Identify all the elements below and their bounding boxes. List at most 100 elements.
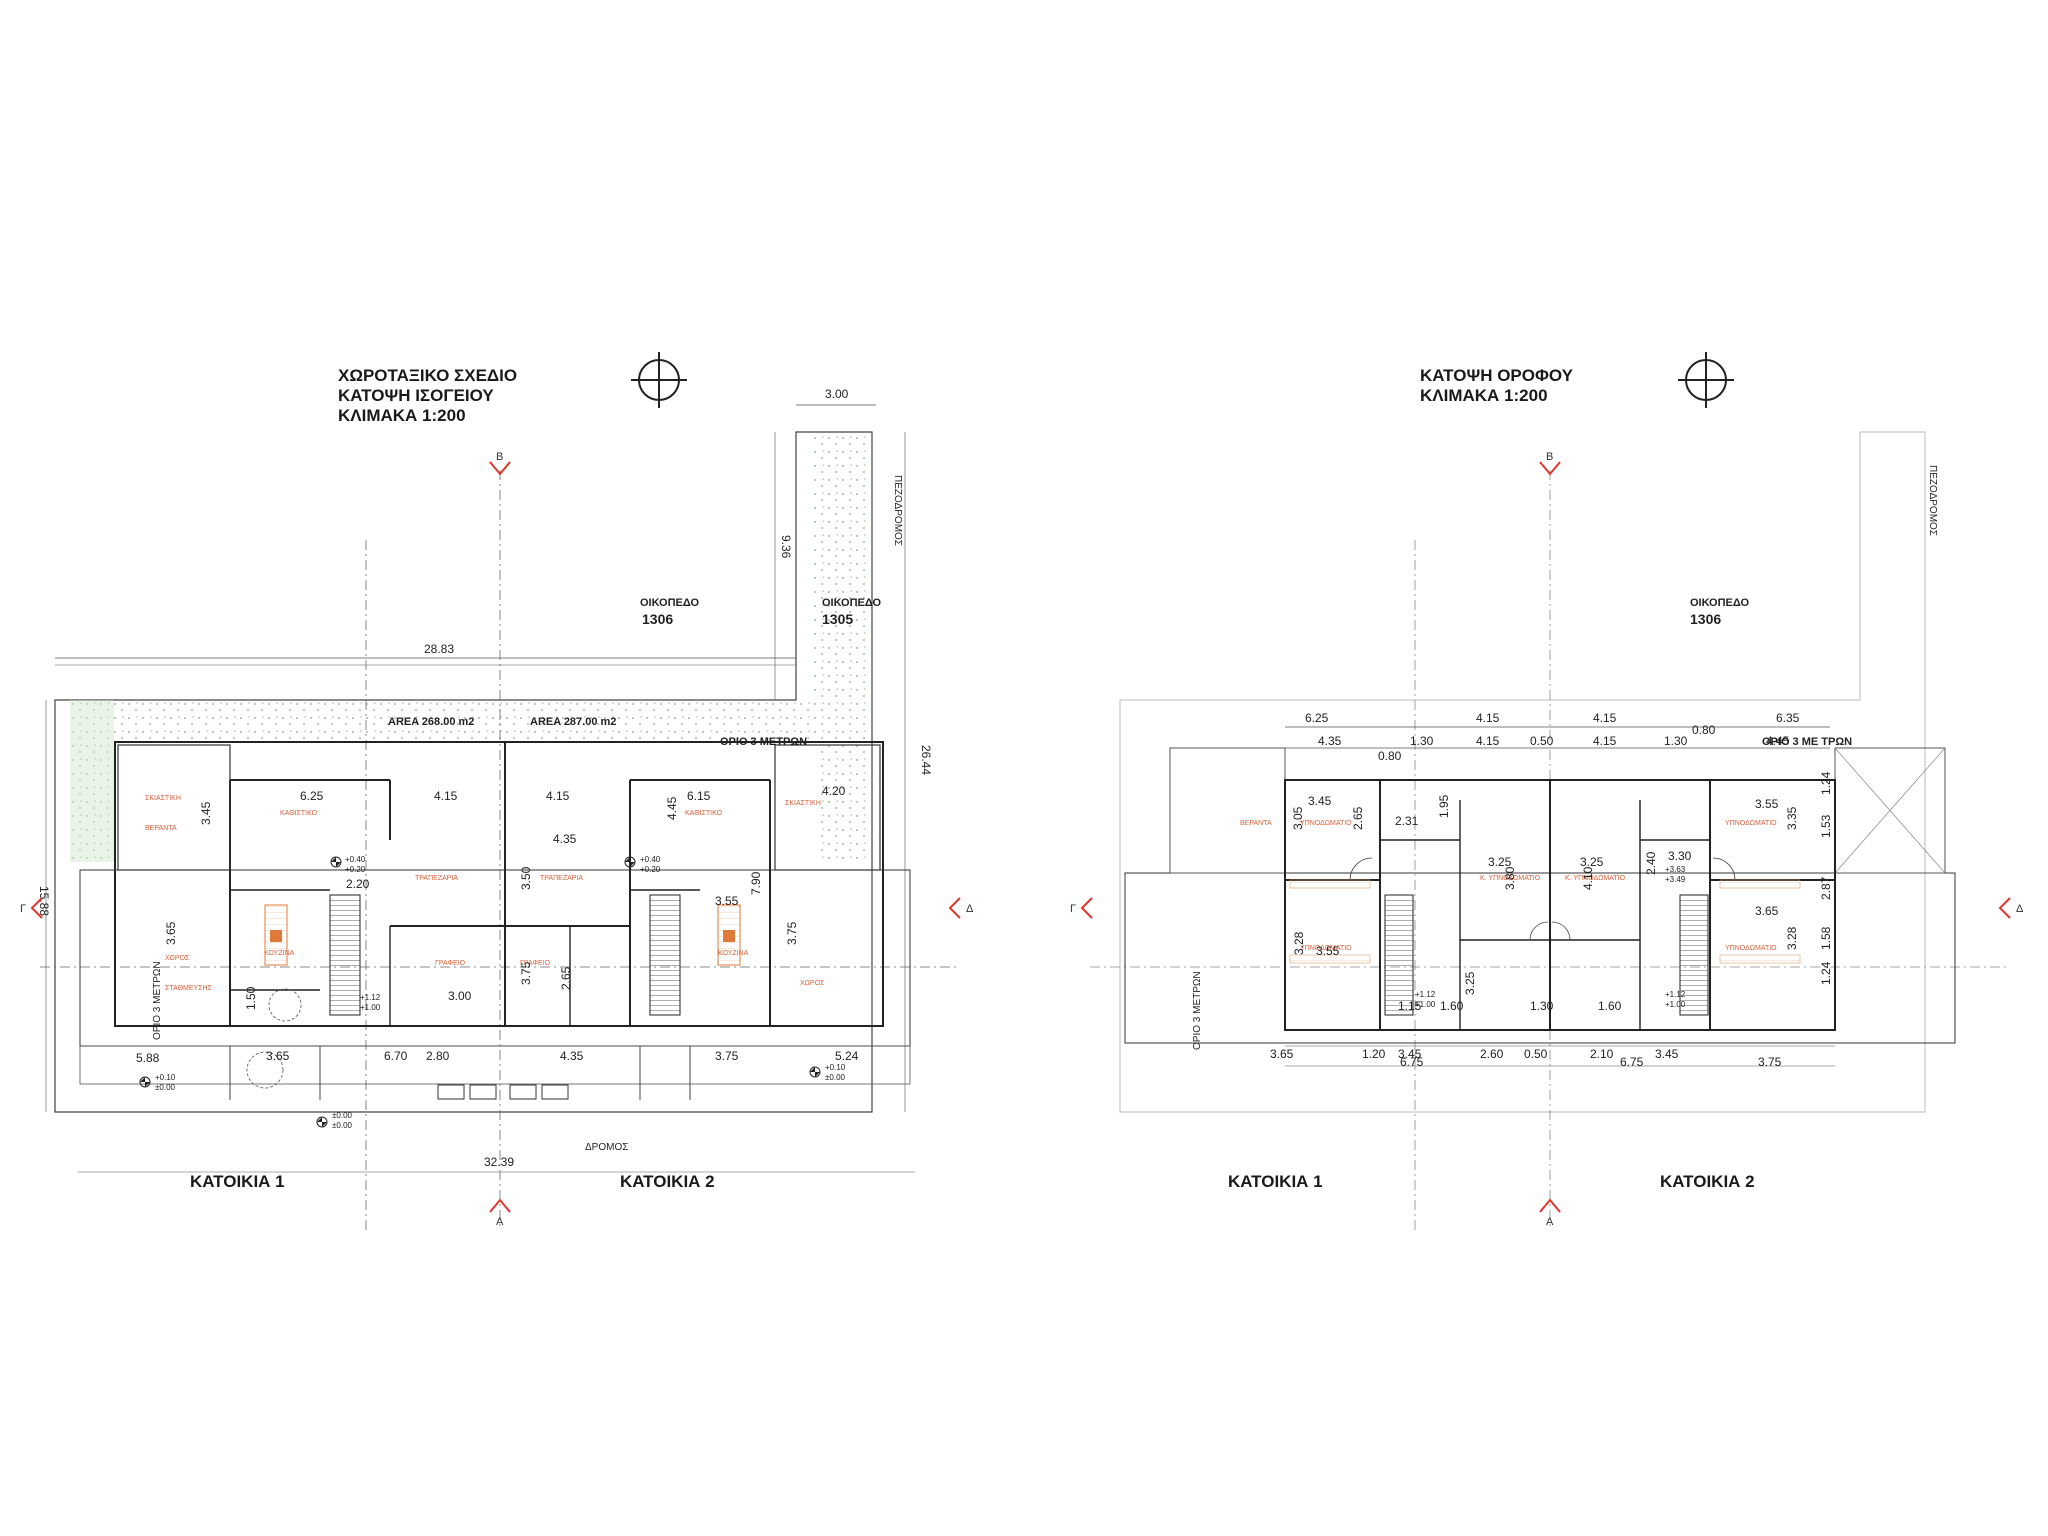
dim-b675a: 6.75 — [1400, 1055, 1424, 1069]
dim-365b: 3.65 — [266, 1049, 290, 1063]
dim-435b: 4.35 — [560, 1049, 584, 1063]
dim-s160b: 1.60 — [1598, 999, 1622, 1013]
dim-r265: 2.65 — [1351, 806, 1365, 830]
house2-footprint — [504, 741, 884, 1027]
level-l2: +0.40 — [640, 855, 661, 864]
dim-t415b: 4.15 — [1593, 711, 1617, 725]
ground-plot-label: ΟΙΚΟΠΕΔΟ — [640, 597, 699, 609]
svg-text:ΚΑΘΙΣΤΙΚΟ: ΚΑΘΙΣΤΙΚΟ — [685, 810, 723, 817]
dim-u080: 0.80 — [1378, 749, 1402, 763]
level-marker-icon — [330, 856, 342, 868]
upper-plot-number: 1306 — [1690, 611, 1721, 627]
dim-r325b: 3.25 — [1463, 971, 1477, 995]
ground-setback-vertical: ΟΡΙΟ 3 ΜΕΤΡΩΝ — [152, 961, 163, 1040]
dim-plot-left: 15.88 — [37, 886, 51, 916]
dim-t625: 6.25 — [1305, 711, 1329, 725]
dim-b260: 2.60 — [1480, 1047, 1504, 1061]
level-u3b: +1.00 — [1665, 1000, 1686, 1009]
stair-house1 — [329, 894, 361, 1016]
level-u2: +1.12 — [1415, 990, 1436, 999]
ground-house1-label: ΚΑΤΟΙΚΙΑ 1 — [190, 1172, 285, 1191]
dim-415a: 4.15 — [434, 789, 458, 803]
upper-house1-label: ΚΑΤΟΙΚΙΑ 1 — [1228, 1172, 1323, 1191]
upper-floor-plan: ΥΠΝΟΔΩΜΑΤΙΟ ΥΠΝΟΔΩΜΑΤΙΟ Κ. ΥΠΝΟΔΩΜΑΤΙΟ Κ… — [1070, 352, 2024, 1230]
dim-300: 3.00 — [448, 989, 472, 1003]
ground-house2-label: ΚΑΤΟΙΚΙΑ 2 — [620, 1172, 715, 1191]
ground-title-line2: ΚΑΤΟΨΗ ΙΣΟΓΕΙΟΥ — [338, 386, 494, 405]
road-label: ΔΡΟΜΟΣ — [585, 1142, 628, 1153]
dim-375c: 3.75 — [785, 921, 799, 945]
dim-r153: 1.53 — [1819, 814, 1833, 838]
upper-title-line1: ΚΑΤΟΨΗ ΟΡΟΦΟΥ — [1420, 366, 1574, 385]
dim-r328: 3.28 — [1292, 931, 1306, 955]
svg-text:Κ. ΥΠΝΟΔΩΜΑΤΙΟ: Κ. ΥΠΝΟΔΩΜΑΤΙΟ — [1480, 875, 1541, 882]
upper-section-d-right: Δ — [2016, 903, 2024, 915]
dim-615: 6.15 — [687, 789, 711, 803]
upper-section-marker-g-left-icon — [1080, 897, 1093, 919]
dim-670: 6.70 — [384, 1049, 408, 1063]
svg-text:ΤΡΑΠΕΖΑΡΙΑ: ΤΡΑΠΕΖΑΡΙΑ — [415, 875, 458, 882]
dim-r195: 1.95 — [1437, 794, 1451, 818]
level-l5: ±0.00 — [332, 1111, 353, 1120]
svg-text:ΧΩΡΟΣ: ΧΩΡΟΣ — [800, 980, 825, 987]
level-l3b: +1.00 — [360, 1003, 381, 1012]
dim-b375: 3.75 — [1758, 1055, 1782, 1069]
dim-b210: 2.10 — [1590, 1047, 1614, 1061]
upper-plot-label: ΟΙΚΟΠΕΔΟ — [1690, 597, 1749, 609]
svg-text:ΣΚΙΑΣΤΙΚΗ: ΣΚΙΑΣΤΙΚΗ — [785, 800, 821, 807]
dim-t415a: 4.15 — [1476, 711, 1500, 725]
section-marker-a-bottom-icon — [489, 1198, 511, 1213]
level-u3: +1.12 — [1665, 990, 1686, 999]
level-u1b: +3.49 — [1665, 875, 1686, 884]
dim-plot-top: 28.83 — [424, 642, 454, 656]
upper-section-b-top: B — [1546, 451, 1553, 463]
level-l1b: +0.20 — [345, 865, 366, 874]
dim-s130: 1.30 — [1530, 999, 1554, 1013]
dim-r305: 3.05 — [1291, 806, 1305, 830]
svg-text:ΥΠΝΟΔΩΜΑΤΙΟ: ΥΠΝΟΔΩΜΑΤΙΟ — [1725, 820, 1777, 827]
section-g-left: Γ — [20, 903, 26, 915]
ground-adjacent-plot-label: ΟΙΚΟΠΕΔΟ — [822, 597, 881, 609]
north-arrow-icon — [1678, 352, 1734, 408]
dim-435: 4.35 — [553, 832, 577, 846]
dim-t635: 6.35 — [1776, 711, 1800, 725]
level-l1: +0.40 — [345, 855, 366, 864]
dim-plot-depth: 26.44 — [919, 745, 933, 775]
upper-stair-house1 — [1384, 894, 1414, 1016]
svg-text:ΥΠΝΟΔΩΜΑΤΙΟ: ΥΠΝΟΔΩΜΑΤΙΟ — [1300, 820, 1352, 827]
upper-house2-footprint — [1549, 779, 1836, 1031]
dim-220: 2.20 — [346, 877, 370, 891]
level-marker-icon — [809, 1066, 821, 1078]
dim-355: 3.55 — [715, 894, 739, 908]
ground-adjacent-plot-number: 1305 — [822, 611, 853, 627]
dim-r325c: 3.25 — [1580, 855, 1604, 869]
area-1: AREA 268.00 m2 — [388, 716, 474, 728]
dim-r410: 4.10 — [1581, 866, 1595, 890]
dim-265: 2.65 — [559, 966, 573, 990]
level-l6: +0.10 — [825, 1063, 846, 1072]
dim-b050: 0.50 — [1524, 1047, 1548, 1061]
upper-setback-label: ΟΡΙΟ 3 ΜΕ ΤΡΩΝ — [1762, 736, 1852, 748]
upper-footpath-label: ΠΕΖΟΔΡΟΜΟΣ — [1927, 465, 1938, 536]
upper-house2-label: ΚΑΤΟΙΚΙΑ 2 — [1660, 1172, 1755, 1191]
dim-r355: 3.55 — [1755, 797, 1779, 811]
upper-floor-title: ΚΑΤΟΨΗ ΟΡΟΦΟΥ ΚΛΙΜΑΚΑ 1:200 — [1420, 366, 1573, 406]
dim-150: 1.50 — [244, 986, 258, 1010]
ground-plot-number: 1306 — [642, 611, 673, 627]
section-a-bottom: A — [496, 1216, 504, 1228]
section-b-top: B — [496, 451, 503, 463]
dim-u415b: 4.15 — [1593, 734, 1617, 748]
level-l2b: +0.20 — [640, 865, 661, 874]
svg-text:ΥΠΝΟΔΩΜΑΤΙΟ: ΥΠΝΟΔΩΜΑΤΙΟ — [1725, 945, 1777, 952]
dim-b120: 1.20 — [1362, 1047, 1386, 1061]
svg-text:ΓΡΑΦΕΙΟ: ΓΡΑΦΕΙΟ — [520, 960, 551, 967]
dim-r124b: 1.24 — [1819, 961, 1833, 985]
level-l6b: ±0.00 — [825, 1073, 846, 1082]
dim-365: 3.65 — [164, 921, 178, 945]
stair-house2 — [649, 894, 681, 1016]
upper-setback-vertical: ΟΡΙΟ 3 ΜΕΤΡΩΝ — [1192, 971, 1203, 1050]
dim-r124: 1.24 — [1819, 771, 1833, 795]
level-u2b: +1.00 — [1415, 1000, 1436, 1009]
dim-u130: 1.30 — [1410, 734, 1434, 748]
dim-u445: 4.45 — [1766, 734, 1790, 748]
